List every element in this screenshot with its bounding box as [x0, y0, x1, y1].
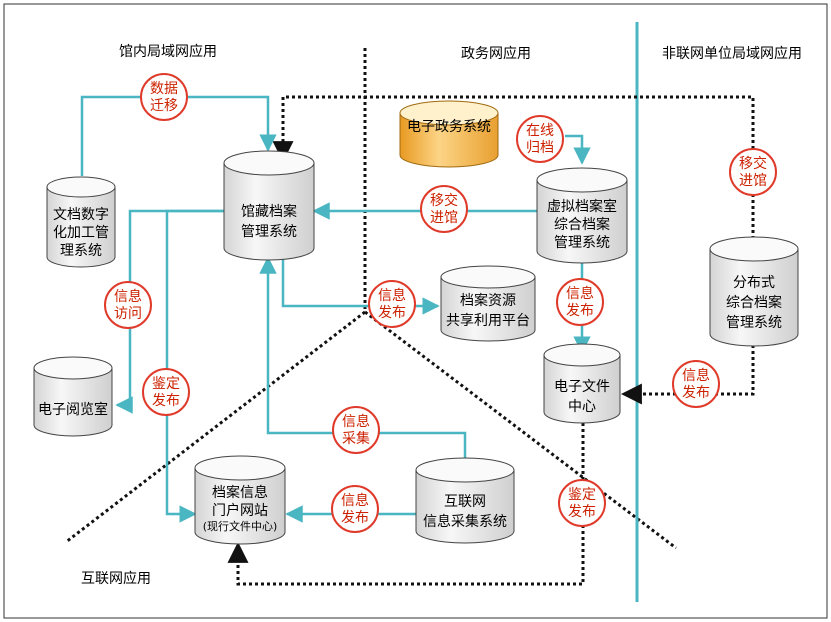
info-collector-system: 互联网 信息采集系统	[415, 457, 515, 544]
resource-share-platform: 档案资源 共享利用平台	[440, 265, 536, 342]
reading-room-label: 电子阅览室	[38, 401, 108, 418]
digitization-label-1: 文档数字	[53, 207, 109, 223]
badge-publish-portal-line2: 发布	[341, 510, 369, 526]
badge-collect-line2: 采集	[342, 430, 370, 447]
flow-appraise-bottom	[227, 423, 585, 586]
zone-internet-label: 互联网应用	[81, 570, 151, 587]
badge-info-access-line1: 信息	[114, 288, 142, 305]
badge-online-archive-line2: 归档	[526, 139, 554, 156]
digitization-label-3: 理系统	[60, 243, 102, 259]
badge-transfer-mid: 移交 进馆	[420, 185, 468, 233]
badge-publish-distributed-line1: 信息	[682, 367, 710, 384]
resource-share-label-2: 共享利用平台	[446, 312, 530, 329]
badge-online-archive: 在线 归档	[516, 115, 564, 163]
doc-center: 电子文件 中心	[543, 343, 621, 424]
flow-publish-distributed	[620, 345, 755, 405]
flow-appraise-left	[165, 209, 224, 523]
flow-online-archive	[565, 134, 591, 165]
badge-appraise-bottom-line1: 鉴定	[568, 487, 596, 503]
badge-publish-virtual-line1: 信息	[566, 285, 594, 302]
zone-intranet-label: 馆内局域网应用	[119, 43, 217, 60]
badge-publish-share-line1: 信息	[378, 287, 406, 304]
portal-label-1: 档案信息	[212, 484, 268, 501]
digitization-system: 文档数字 化加工管 理系统	[46, 176, 116, 268]
zone-egov-label: 政务网应用	[461, 45, 531, 62]
virtual-archive-label-3: 管理系统	[554, 235, 610, 251]
badge-publish-share-line2: 发布	[378, 305, 406, 321]
badge-data-migrate: 数据 迁移	[140, 73, 188, 121]
badge-transfer-mid-line2: 进馆	[430, 210, 458, 226]
digitization-label-2: 化加工管	[53, 225, 109, 241]
distributed-label-2: 综合档案	[726, 294, 782, 311]
badge-transfer-mid-line1: 移交	[430, 192, 458, 209]
badge-transfer-right-line2: 进馆	[739, 173, 767, 189]
badge-publish-portal-line1: 信息	[341, 492, 369, 509]
archive-mgmt-label-1: 馆藏档案	[241, 203, 297, 220]
resource-share-label-1: 档案资源	[460, 292, 516, 309]
badge-online-archive-line1: 在线	[526, 123, 554, 139]
egov-system: 电子政务系统	[399, 100, 499, 168]
badge-publish-distributed-line2: 发布	[682, 385, 710, 401]
badge-appraise-left: 鉴定 发布	[142, 368, 190, 416]
badge-publish-portal: 信息 发布	[331, 485, 379, 533]
badge-appraise-left-line2: 发布	[152, 393, 180, 409]
zone-external-label: 非联网单位局域网应用	[662, 45, 802, 62]
badge-publish-virtual: 信息 发布	[556, 278, 604, 326]
badge-collect: 信息 采集	[332, 406, 380, 454]
badge-info-access-line2: 访问	[114, 306, 142, 322]
badge-data-migrate-line1: 数据	[150, 81, 178, 97]
flow-transfer-right	[272, 95, 755, 237]
divider-egov-internet	[364, 310, 677, 550]
archive-management-system: 馆藏档案 管理系统	[223, 150, 315, 261]
portal-website: 档案信息 门户网站 (现行文件中心)	[194, 455, 286, 545]
badge-appraise-bottom: 鉴定 发布	[558, 479, 606, 527]
outer-frame	[3, 3, 828, 619]
badge-transfer-right: 移交 进馆	[729, 148, 777, 196]
divider-intranet-internet	[65, 310, 366, 544]
doc-center-label-1: 电子文件	[554, 379, 610, 395]
distributed-archive-system: 分布式 综合档案 管理系统	[709, 236, 799, 347]
virtual-archive-system: 虚拟档案室 综合档案 管理系统	[536, 167, 628, 264]
badge-publish-distributed: 信息 发布	[672, 360, 720, 408]
badge-publish-virtual-line2: 发布	[566, 303, 594, 319]
badge-appraise-left-line1: 鉴定	[152, 376, 180, 392]
badge-collect-line1: 信息	[342, 413, 370, 430]
badge-appraise-bottom-line2: 发布	[568, 504, 596, 520]
badge-info-access: 信息 访问	[104, 281, 152, 329]
archive-mgmt-label-2: 管理系统	[241, 224, 297, 240]
virtual-archive-label-2: 综合档案	[554, 216, 610, 233]
distributed-label-1: 分布式	[733, 275, 775, 291]
virtual-archive-label-1: 虚拟档案室	[547, 198, 617, 215]
portal-label-3: (现行文件中心)	[203, 519, 278, 533]
doc-center-label-2: 中心	[568, 399, 596, 415]
egov-system-label: 电子政务系统	[407, 119, 491, 135]
collector-label-1: 互联网	[444, 494, 486, 510]
reading-room: 电子阅览室	[33, 356, 113, 437]
badge-data-migrate-line2: 迁移	[150, 98, 178, 114]
distributed-label-3: 管理系统	[726, 315, 782, 331]
portal-label-2: 门户网站	[212, 502, 268, 519]
collector-label-2: 信息采集系统	[423, 513, 507, 530]
badge-transfer-right-line1: 移交	[739, 155, 767, 172]
badge-publish-share: 信息 发布	[368, 280, 416, 328]
